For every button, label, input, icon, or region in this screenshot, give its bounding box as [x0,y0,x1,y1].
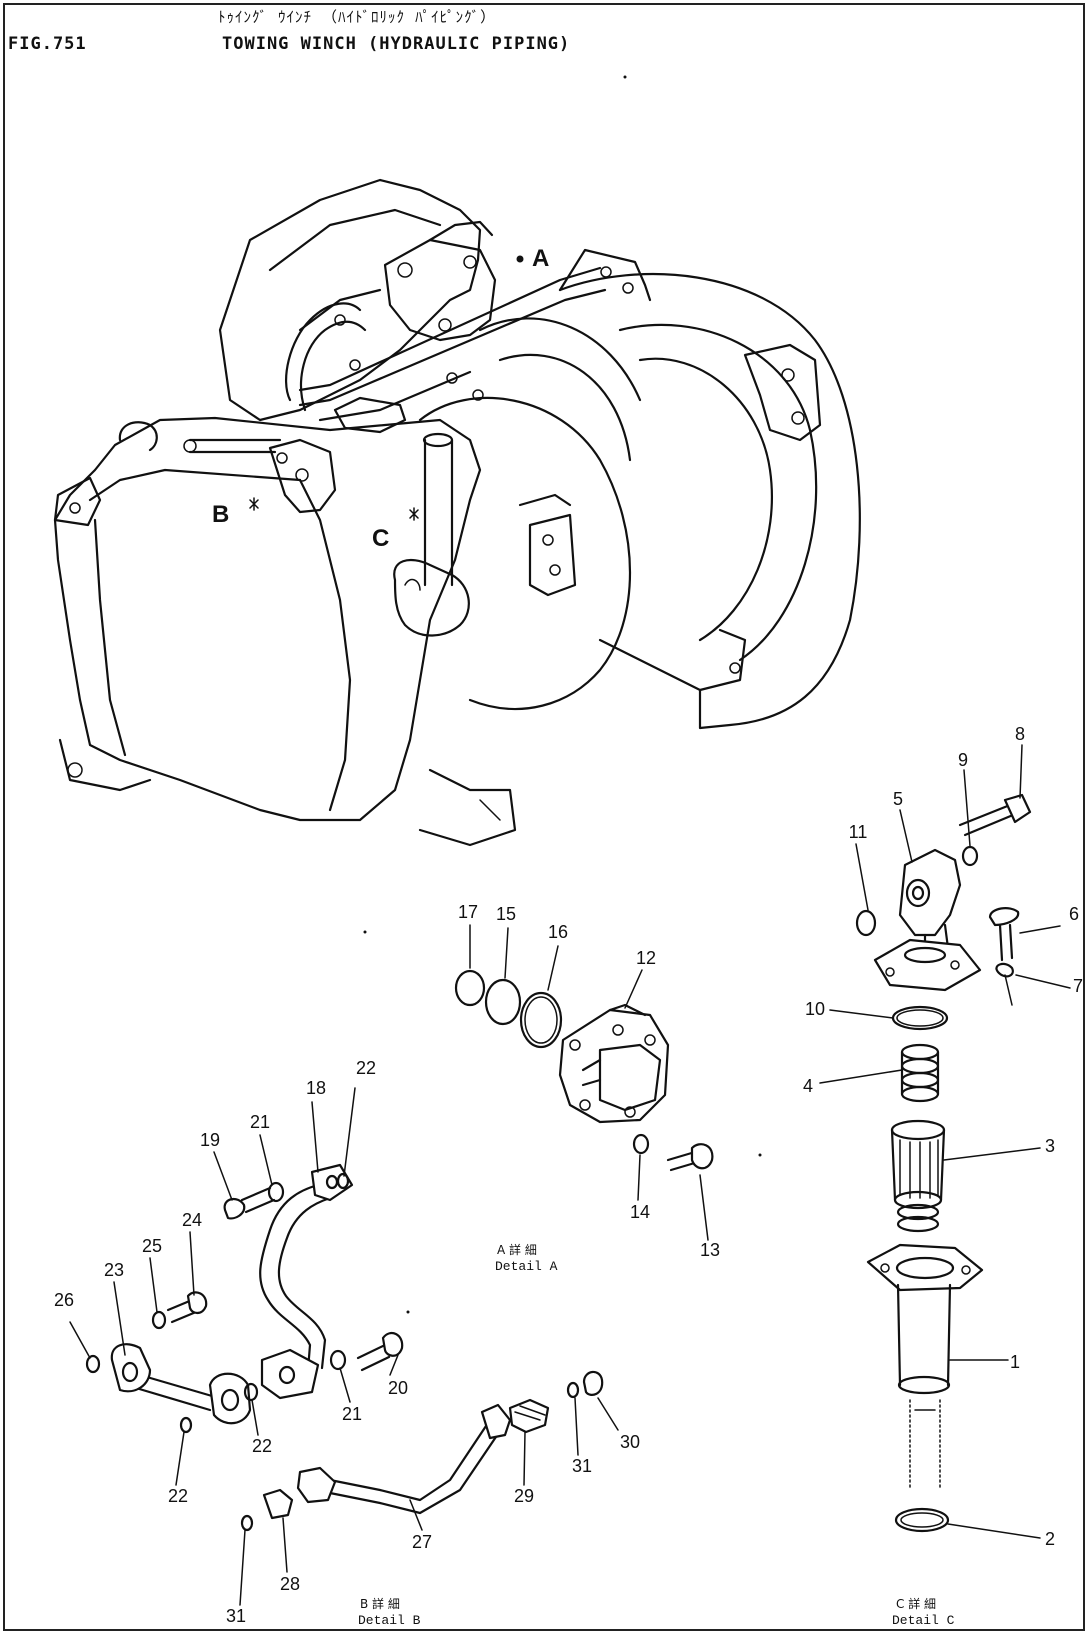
part-label-21-bottom: 21 [342,1404,362,1424]
part-number-labels: 8 9 5 11 6 7 10 4 3 1 2 17 15 16 12 14 1… [54,724,1083,1626]
detail-captions: A 詳 細 Detail A B 詳 細 Detail B C 詳 細 Deta… [358,1242,955,1628]
detail-b-kanji: B 詳 細 [360,1596,400,1611]
part-31-oring-left [240,1514,254,1532]
part-label-27: 27 [412,1532,432,1552]
detail-c-parts [819,744,1071,1539]
part-label-4: 4 [803,1076,813,1096]
part-label-7: 7 [1073,976,1083,996]
part-label-15: 15 [496,904,516,924]
cross-pipe [298,266,602,392]
part-12-pump [558,1003,670,1124]
part-1-case [866,1243,984,1491]
part-label-29: 29 [514,1486,534,1506]
part-30-nut [582,1370,604,1396]
front-case [53,416,482,822]
part-label-22-low: 22 [168,1486,188,1506]
part-28-fitting [262,1488,294,1520]
detail-a-label: Detail A [495,1259,558,1274]
part-label-22-mid: 22 [252,1436,272,1456]
drum-side-fitting [528,513,577,597]
part-label-21-top: 21 [250,1112,270,1132]
part-27-pipe [328,1418,492,1502]
part-label-25: 25 [142,1236,162,1256]
part-label-5: 5 [893,789,903,809]
part-25-washer [151,1310,167,1330]
callout-a: A [532,245,549,272]
part-22-oring-top [336,1172,350,1190]
part-label-18: 18 [306,1078,326,1098]
part-31-oring-right [566,1381,580,1399]
part-11-oring [855,909,877,937]
detail-b-label: Detail B [358,1613,421,1628]
part-label-12: 12 [636,948,656,968]
part-label-3: 3 [1045,1136,1055,1156]
part-21-washer-top [267,1181,285,1203]
part-label-6: 6 [1069,904,1079,924]
part-label-2: 2 [1045,1529,1055,1549]
part-label-22-top: 22 [356,1058,376,1078]
figure-number: FIG.751 [8,34,87,54]
title-katakana: ﾄｩｲﾝｸﾞ ｳｲﾝﾁ （ﾊｲﾄﾞﾛﾘｯｸ ﾊﾟｲﾋﾟﾝｸﾞ） [218,8,497,26]
part-label-30: 30 [620,1432,640,1452]
part-label-1: 1 [1010,1352,1020,1372]
detail-a-parts [454,924,714,1241]
detail-b-parts [69,1087,619,1606]
control-valve-housing [218,178,482,422]
part-label-28: 28 [280,1574,300,1594]
part-20-bolt [356,1343,391,1372]
part-18-pipe [259,1183,320,1372]
callout-b: B [212,501,229,528]
part-2-oring [894,1507,950,1533]
part-14-washer [632,1133,650,1155]
part-label-19: 19 [200,1130,220,1150]
part-22-oring-low [179,1416,193,1434]
part-label-10: 10 [805,999,825,1019]
part-6-bolt [988,907,1020,927]
fitting-block-b [268,438,337,514]
figure-title: TOWING WINCH (HYDRAULIC PIPING) [222,34,571,54]
hose-loop [285,302,362,402]
part-26-oring [85,1354,101,1374]
pump-on-assembly [383,238,497,342]
part-label-26: 26 [54,1290,74,1310]
part-22-oring-mid [243,1382,259,1402]
detail-a-kanji: A 詳 細 [497,1242,537,1257]
part-4-spring [900,1043,940,1103]
drum-housing-outline [558,272,861,730]
part-label-17: 17 [458,902,478,922]
part-label-24: 24 [182,1210,202,1230]
part-label-13: 13 [700,1240,720,1260]
part-3-strainer [890,1119,946,1233]
part-label-8: 8 [1015,724,1025,744]
part-19-bolt [223,1197,246,1220]
housing-mount-boss [743,343,822,442]
part-17-oring [454,969,486,1007]
callout-c: C [372,525,389,552]
part-label-14: 14 [630,1202,650,1222]
detail-c-kanji: C 詳 細 [896,1596,936,1611]
part-label-16: 16 [548,922,568,942]
part-label-31-left: 31 [226,1606,246,1626]
detail-c-label: Detail C [892,1613,955,1628]
part-label-31-right: 31 [572,1456,592,1476]
part-21-washer-bottom [329,1349,347,1371]
part-9-washer [961,845,979,867]
drum-cylinder [418,396,632,711]
part-15-oring [484,978,522,1026]
part-23-pipe [134,1373,214,1412]
page-border [3,3,1085,1631]
part-label-11: 11 [849,822,868,842]
section-callouts: A B C [212,245,549,552]
scan-specks [363,75,762,1314]
part-label-20: 20 [388,1378,408,1398]
part-label-23: 23 [104,1260,124,1280]
part-16-oring [519,991,563,1049]
winch-assembly [53,178,861,847]
part-label-9: 9 [958,750,968,770]
